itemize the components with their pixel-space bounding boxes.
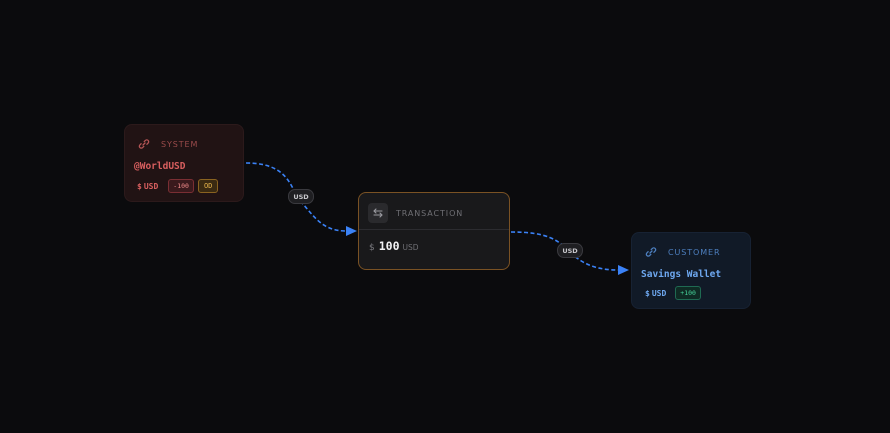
- currency-code: USD: [651, 288, 667, 298]
- edge-transaction-to-customer[interactable]: [510, 231, 619, 271]
- account-name: Savings Wallet: [641, 269, 722, 280]
- node-transaction[interactable]: TRANSACTION $ 100 USD: [358, 192, 510, 270]
- node-kind-label: SYSTEM: [161, 139, 199, 149]
- node-kind-label: CUSTOMER: [668, 247, 721, 257]
- currency-symbol: $: [137, 181, 142, 191]
- balance-row: $ USD +100: [645, 286, 701, 300]
- account-name: @WorldUSD: [134, 161, 186, 172]
- balance-change-badge: -100: [168, 179, 194, 193]
- node-kind-label: TRANSACTION: [396, 208, 464, 218]
- currency-symbol: $: [645, 288, 650, 298]
- balance-row: $ USD -100 OD: [137, 179, 219, 193]
- node-header: TRANSACTION: [368, 203, 463, 223]
- node-header: SYSTEM: [135, 135, 198, 153]
- link-icon: [642, 243, 660, 261]
- currency-code: USD: [143, 181, 159, 191]
- overdraft-badge: OD: [197, 179, 219, 193]
- swap-arrows-icon: [368, 203, 388, 223]
- balance-change-badge: +100: [675, 286, 701, 300]
- amount-value: 100: [378, 239, 400, 253]
- edge-arrowhead-icon: [346, 226, 357, 236]
- node-system[interactable]: SYSTEM @WorldUSD $ USD -100 OD: [124, 124, 244, 202]
- link-icon: [135, 135, 153, 153]
- edge-arrowhead-icon: [618, 265, 629, 275]
- currency-symbol: $: [369, 243, 375, 253]
- currency-code: USD: [402, 243, 419, 252]
- node-header: CUSTOMER: [642, 243, 720, 261]
- edge-label-usd[interactable]: USD: [288, 189, 314, 204]
- edge-label-usd[interactable]: USD: [557, 243, 583, 258]
- divider: [359, 229, 509, 230]
- node-customer[interactable]: CUSTOMER Savings Wallet $ USD +100: [631, 232, 751, 309]
- transaction-amount: $ 100 USD: [369, 239, 419, 253]
